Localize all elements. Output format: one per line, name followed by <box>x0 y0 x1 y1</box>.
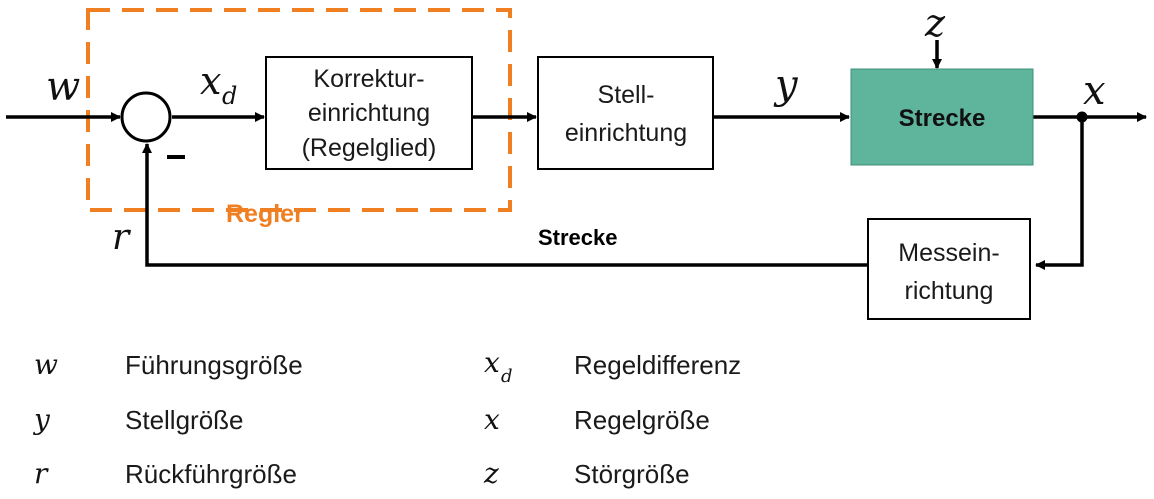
block-stell: Stell- einrichtung <box>537 56 714 170</box>
signal-z-label: z <box>924 1 946 45</box>
legend: w Führungsgröße y Stellgröße r Rückführg… <box>32 346 741 490</box>
legend-symbol: x <box>484 346 500 379</box>
legend-description: Führungsgröße <box>125 350 303 380</box>
feedback-return-line <box>142 143 868 267</box>
signal-x-label: x <box>1083 68 1106 114</box>
legend-description: Störgröße <box>574 459 690 489</box>
mess-line-2: richtung <box>905 277 994 305</box>
legend-symbol: x <box>484 403 500 436</box>
regler-boundary <box>86 8 512 212</box>
legend-description: Rückführgröße <box>125 459 297 489</box>
stell-line-2: einrichtung <box>565 119 687 147</box>
summing-junction <box>120 91 172 143</box>
minus-sign <box>167 155 185 159</box>
block-korrektur: Korrektur- einrichtung (Regelglied) <box>265 56 473 170</box>
feedback-path-label: Strecke <box>538 225 618 250</box>
strecke-label: Strecke <box>899 105 986 132</box>
legend-symbol: r <box>34 457 49 490</box>
signal-w-label: w <box>46 64 80 110</box>
korrektur-line-3: (Regelglied) <box>302 134 437 162</box>
korrektur-line-2: einrichtung <box>308 99 430 127</box>
legend-description: Regelgröße <box>574 405 710 435</box>
signal-y-label: y <box>773 62 799 108</box>
signal-xd-label: x <box>200 59 221 103</box>
signal-r-label: r <box>112 217 131 258</box>
block-strecke: Strecke <box>850 68 1034 166</box>
mess-line-1: Messein- <box>898 239 999 267</box>
regler-label: Regler <box>226 200 304 228</box>
signal-xd-subscript: d <box>222 82 237 110</box>
stell-line-1: Stell- <box>598 81 655 109</box>
legend-symbol-subscript: d <box>501 366 513 387</box>
signal-lines <box>6 40 1147 270</box>
korrektur-line-1: Korrektur- <box>313 65 424 93</box>
branch-point <box>1076 111 1088 123</box>
legend-symbol: y <box>32 403 51 436</box>
legend-description: Stellgröße <box>125 405 244 435</box>
block-mess: Messein- richtung <box>867 218 1031 320</box>
legend-description: Regeldifferenz <box>574 350 741 380</box>
legend-symbol: w <box>34 348 58 381</box>
legend-symbol: z <box>483 457 499 490</box>
feedback-down-line <box>1035 117 1084 270</box>
